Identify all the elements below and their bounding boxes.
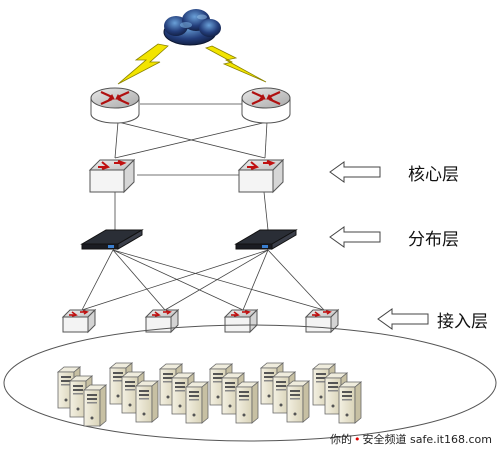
router-icon xyxy=(240,86,292,125)
server-icon xyxy=(135,380,159,423)
access-switch-icon xyxy=(224,309,258,333)
network-links xyxy=(81,103,325,311)
link xyxy=(112,249,166,311)
link xyxy=(267,249,325,311)
watermark-dot-icon: • xyxy=(354,433,361,446)
link xyxy=(242,249,269,311)
link xyxy=(112,249,325,311)
arrow-left-icon xyxy=(329,226,381,248)
link xyxy=(112,249,244,311)
watermark-text-left: 你的 xyxy=(330,433,352,446)
arrow-left-icon xyxy=(329,161,381,183)
cloud-icon xyxy=(163,9,221,46)
link xyxy=(81,249,114,311)
link xyxy=(164,249,269,311)
server-group xyxy=(209,363,259,424)
watermark: 你的•安全频道 safe.it168.com xyxy=(330,431,492,447)
server-group xyxy=(109,362,159,423)
access-switch-icon xyxy=(62,309,96,333)
link xyxy=(263,191,269,231)
server-icon xyxy=(235,381,259,424)
distribution-layer-label: 分布层 xyxy=(408,230,459,250)
access-layer-label: 接入层 xyxy=(437,312,488,332)
link xyxy=(264,121,268,159)
server-icon xyxy=(185,381,209,424)
switch-icon xyxy=(238,159,284,193)
link xyxy=(114,121,268,159)
core-layer-label: 核心层 xyxy=(408,165,459,185)
server-area xyxy=(3,324,497,442)
link xyxy=(81,249,269,311)
link xyxy=(114,121,119,159)
arrow-left-icon xyxy=(377,308,429,330)
server-group xyxy=(57,366,107,427)
watermark-text-mid: 安全频道 xyxy=(362,433,407,446)
lightning-icon xyxy=(117,43,169,85)
router-icon xyxy=(89,86,141,125)
rack-switch-icon xyxy=(235,229,297,250)
server-icon xyxy=(83,384,107,427)
server-group xyxy=(159,363,209,424)
rack-switch-icon xyxy=(81,229,143,250)
server-group xyxy=(312,363,362,424)
server-icon xyxy=(286,380,310,423)
watermark-site: safe.it168.com xyxy=(410,433,492,446)
server-icon xyxy=(338,381,362,424)
server-group xyxy=(260,362,310,423)
lightning-icon xyxy=(204,45,267,83)
switch-icon xyxy=(89,159,135,193)
